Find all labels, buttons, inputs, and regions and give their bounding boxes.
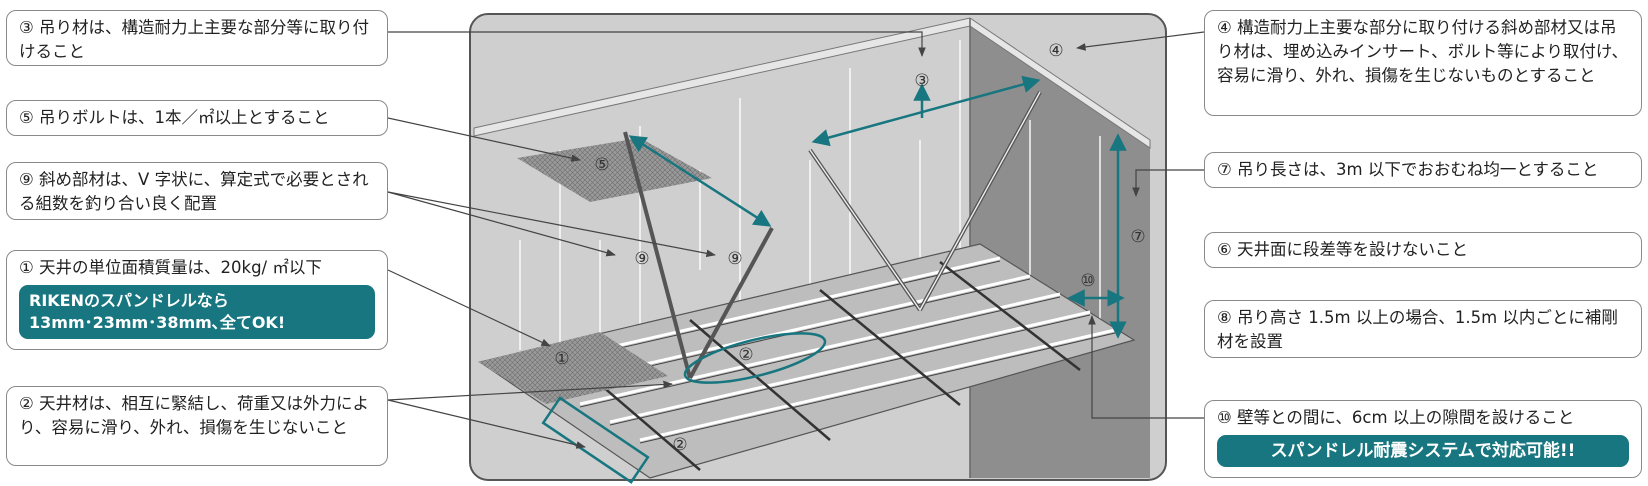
leader-1 xyxy=(387,269,551,347)
banner-line-1: RIKENのスパンドレルなら xyxy=(29,291,229,310)
leader-9a xyxy=(387,191,616,257)
callout-4: ④ 構造耐力上主要な部分に取り付ける斜め部材又は吊り材は、埋め込みインサート、ボ… xyxy=(1204,10,1642,116)
label-5: ⑤ xyxy=(594,155,609,175)
label-10: ⑩ xyxy=(1080,271,1095,291)
ceiling-board xyxy=(478,243,1136,479)
leader-3 xyxy=(388,31,926,57)
callout-2: ② 天井材は、相互に緊結し、荷重又は外力により、容易に滑り、外れ、損傷を生じない… xyxy=(6,386,388,466)
callout-2-text: ② 天井材は、相互に緊結し、荷重又は外力により、容易に滑り、外れ、損傷を生じない… xyxy=(19,394,370,437)
callout-8-text: ⑧ 吊り高さ 1.5m 以上の場合、1.5m 以内ごとに補剛材を設置 xyxy=(1217,308,1618,351)
callout-3-text: ③ 吊り材は、構造耐力上主要な部分等に取り付けること xyxy=(19,18,370,61)
leader-5 xyxy=(387,117,581,162)
leader-4 xyxy=(1076,31,1205,51)
label-1: ① xyxy=(554,349,569,369)
highlight-edge xyxy=(541,396,650,484)
callout-1: ① 天井の単位面積質量は、20kg/ ㎡以下 RIKENのスパンドレルなら 13… xyxy=(6,250,388,350)
callout-4-text: ④ 構造耐力上主要な部分に取り付ける斜め部材又は吊り材は、埋め込みインサート、ボ… xyxy=(1217,18,1629,85)
dimension-arrows xyxy=(541,75,1127,484)
callout-1-text: ① 天井の単位面積質量は、20kg/ ㎡以下 xyxy=(19,258,322,277)
callout-8: ⑧ 吊り高さ 1.5m 以上の場合、1.5m 以内ごとに補剛材を設置 xyxy=(1204,300,1642,358)
callout-6-text: ⑥ 天井面に段差等を設けないこと xyxy=(1217,240,1469,259)
callout-9: ⑨ 斜め部材は、V 字状に、算定式で必要とされる組数を釣り合い良く配置 xyxy=(6,162,388,220)
label-2a: ② xyxy=(738,345,753,365)
arrow-brace-span xyxy=(628,135,772,227)
label-2b: ② xyxy=(672,435,687,455)
callout-7-text: ⑦ 吊り長さは、3m 以下でおおむね均一とすること xyxy=(1217,160,1599,179)
callout-3: ③ 吊り材は、構造耐力上主要な部分等に取り付けること xyxy=(6,10,388,66)
label-7: ⑦ xyxy=(1130,227,1145,247)
callout-6: ⑥ 天井面に段差等を設けないこと xyxy=(1204,232,1642,268)
seismic-system-banner: スパンドレル耐震システムで対応可能!! xyxy=(1217,435,1629,467)
label-9b: ⑨ xyxy=(727,249,742,269)
highlight-joint xyxy=(683,332,827,384)
callout-5: ⑤ 吊りボルトは、1本／㎡以上とすること xyxy=(6,100,388,136)
riken-spandrel-banner: RIKENのスパンドレルなら 13mm･23mm･38mm､全てOK! xyxy=(19,285,375,339)
callout-10: ⑩ 壁等との間に、6cm 以上の隙間を設けること スパンドレル耐震システムで対応… xyxy=(1204,400,1642,478)
number-labels: ① ② ② ③ ④ ⑤ ⑦ ⑨ ⑨ ⑩ xyxy=(554,41,1145,455)
callout-5-text: ⑤ 吊りボルトは、1本／㎡以上とすること xyxy=(19,108,330,127)
label-4: ④ xyxy=(1048,41,1063,61)
leader-7 xyxy=(1132,169,1204,197)
label-3: ③ xyxy=(914,71,929,91)
mesh-panel-1 xyxy=(478,332,668,404)
leader-9b xyxy=(387,191,716,258)
arrow-brace-spread xyxy=(811,75,1041,147)
callout-10-text: ⑩ 壁等との間に、6cm 以上の隙間を設けること xyxy=(1217,408,1575,427)
banner-line-2: 13mm･23mm･38mm､全てOK! xyxy=(29,313,286,332)
leader-10 xyxy=(1088,315,1204,419)
leader-2a xyxy=(387,380,673,401)
label-9a: ⑨ xyxy=(634,249,649,269)
callout-7: ⑦ 吊り長さは、3m 以下でおおむね均一とすること xyxy=(1204,152,1642,188)
callout-9-text: ⑨ 斜め部材は、V 字状に、算定式で必要とされる組数を釣り合い良く配置 xyxy=(19,170,369,213)
leader-lines xyxy=(387,31,1205,449)
leader-2b xyxy=(387,399,586,449)
